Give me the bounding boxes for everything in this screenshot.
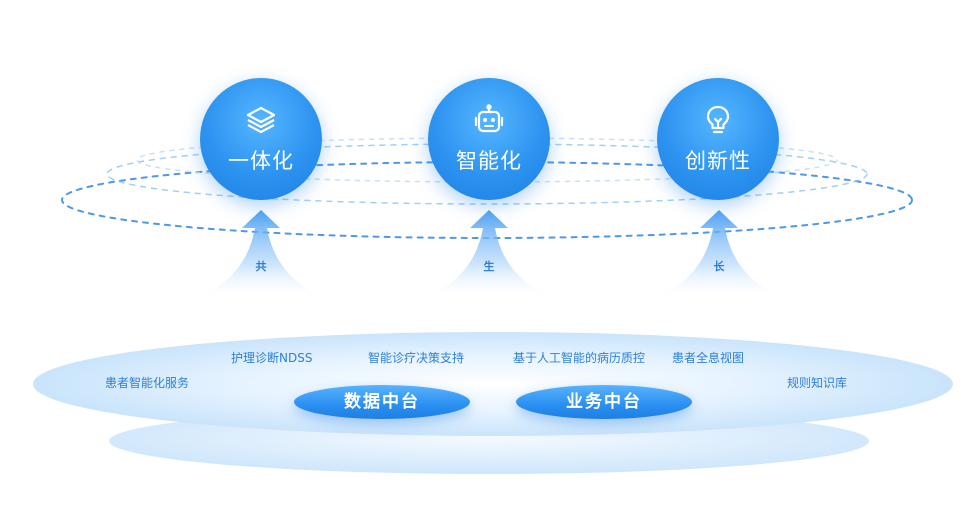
platform-pill-data: 数据中台 <box>294 385 470 419</box>
growth-label-2: 生 <box>414 210 564 306</box>
capability-label: 创新性 <box>685 149 751 173</box>
capability-label: 智能化 <box>456 149 522 173</box>
capability-circle-innovation: 创新性 <box>657 78 779 200</box>
capability-circle-integration: 一体化 <box>200 78 322 200</box>
service-tag-rule-kb: 规则知识库 <box>787 376 848 390</box>
growth-char: 共 <box>255 260 267 273</box>
growth-char: 长 <box>713 260 725 273</box>
layers-icon <box>246 106 276 134</box>
service-tag-nursing-ndss: 护理诊断NDSS <box>231 351 313 365</box>
platform-upper <box>33 332 953 436</box>
growth-arrows <box>190 210 790 300</box>
lightbulb-icon <box>706 105 730 134</box>
growth-label-3: 长 <box>644 210 794 306</box>
capability-circle-intelligence: 智能化 <box>428 78 550 200</box>
growth-arrow-2 <box>418 210 560 300</box>
growth-char: 生 <box>483 260 495 273</box>
service-tag-patient-view: 患者全息视图 <box>672 351 745 365</box>
growth-arrow-3 <box>648 210 790 300</box>
service-tag-decision-support: 智能诊疗决策支持 <box>368 351 465 365</box>
platform-pill-business: 业务中台 <box>516 385 692 419</box>
service-tag-record-qc: 基于人工智能的病历质控 <box>513 351 646 365</box>
capability-label: 一体化 <box>228 149 294 173</box>
growth-arrow-1 <box>190 210 332 300</box>
service-tag-patient-service: 患者智能化服务 <box>105 376 190 390</box>
growth-label-1: 共 <box>186 210 336 306</box>
robot-icon <box>474 104 504 133</box>
